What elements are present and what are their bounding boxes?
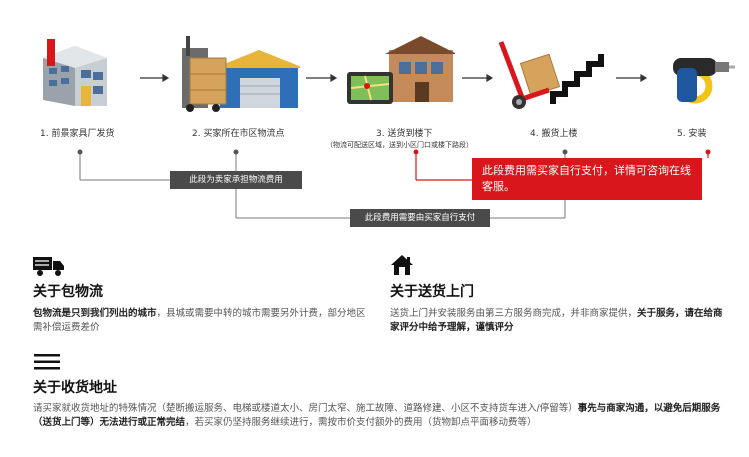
buyer-pay-notice: 此段费用需买家自行支付，详情可咨询在线客服。 xyxy=(472,158,702,200)
logistics-body: 包物流是只到我们列出的城市，县城或需要中转的城市需要另外计费，部分地区需补偿运费… xyxy=(33,308,366,333)
factory-icon xyxy=(35,28,115,113)
delivery-body: 送货上门并安装服务由第三方服务商完成，并非商家提供，关于服务，请在给商家评分中给… xyxy=(390,308,723,333)
house-icon xyxy=(390,254,414,280)
step-2-label: 2. 买家所在市区物流点 xyxy=(192,129,285,139)
step-4-label: 4. 搬货上楼 xyxy=(530,129,578,139)
buyer-cost-label: 此段费用需要由买家自行支付 xyxy=(350,209,490,227)
address-title: 关于收货地址 xyxy=(33,380,117,396)
menu-lines-icon xyxy=(34,354,60,374)
address-body: 请买家就收货地址的特殊情况（楚断搬运服务、电梯或楼道太小、房门太窄、施工故障、道… xyxy=(33,403,721,428)
step-5-label: 5. 安装 xyxy=(677,129,707,139)
logistics-title: 关于包物流 xyxy=(33,284,103,300)
truck-icon xyxy=(33,255,65,281)
seller-cost-label: 此段为卖家承担物流费用 xyxy=(170,171,302,189)
step-3-note: （物流可配送区域，送到小区门口或楼下路段） xyxy=(326,141,473,149)
hand-truck-stairs-icon xyxy=(495,28,605,113)
step-3-label: 3. 送货到楼下 xyxy=(376,129,433,139)
store-map-icon xyxy=(345,28,457,113)
step-1-label: 1. 前景家具厂发货 xyxy=(40,129,115,139)
delivery-title: 关于送货上门 xyxy=(390,284,474,300)
drill-icon xyxy=(655,28,735,113)
warehouse-icon xyxy=(180,28,304,113)
